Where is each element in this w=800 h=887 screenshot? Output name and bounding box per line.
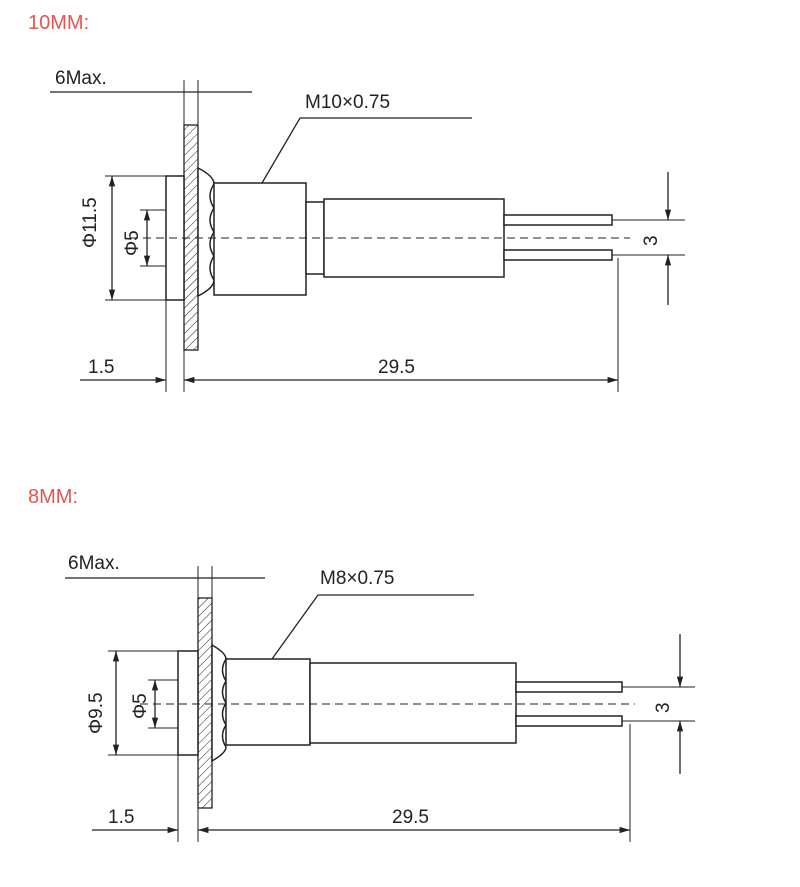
pin-pitch-label: 3	[653, 702, 674, 713]
inner-dia-label: Φ5	[122, 230, 143, 256]
pin-pitch-label: 3	[641, 235, 662, 246]
thread-label: M8×0.75	[320, 568, 394, 589]
outer-dia-label: Φ11.5	[80, 197, 101, 248]
drawing-10mm: 6Max. M10×0.75 Φ11.5 Φ5 3	[50, 68, 685, 392]
nut	[197, 166, 215, 298]
threaded-body	[213, 182, 307, 296]
outer-dia-label: Φ9.5	[86, 692, 107, 734]
length-label: 29.5	[392, 807, 429, 828]
panel-max-label: 6Max.	[68, 553, 120, 574]
section-title-8mm: 8MM:	[28, 486, 78, 508]
flange	[177, 650, 199, 756]
pin-top	[503, 214, 613, 226]
flange-label: 1.5	[88, 357, 114, 378]
length-label: 29.5	[378, 357, 415, 378]
section-title-10mm: 10MM:	[28, 12, 90, 34]
pin-top	[515, 681, 623, 693]
cylinder	[309, 662, 517, 744]
thread-label: M10×0.75	[305, 92, 390, 113]
inner-dia-label: Φ5	[130, 693, 151, 719]
panel-max-label: 6Max.	[55, 68, 107, 89]
drawing-8mm: 6Max. M8×0.75 Φ9.5 Φ5 3 1.5 29.5	[65, 553, 695, 842]
threaded-body	[225, 658, 311, 746]
panel	[197, 597, 213, 809]
pin-bottom	[503, 249, 613, 261]
nut	[211, 643, 227, 763]
pin-bottom	[515, 715, 623, 727]
flange-label: 1.5	[108, 807, 134, 828]
